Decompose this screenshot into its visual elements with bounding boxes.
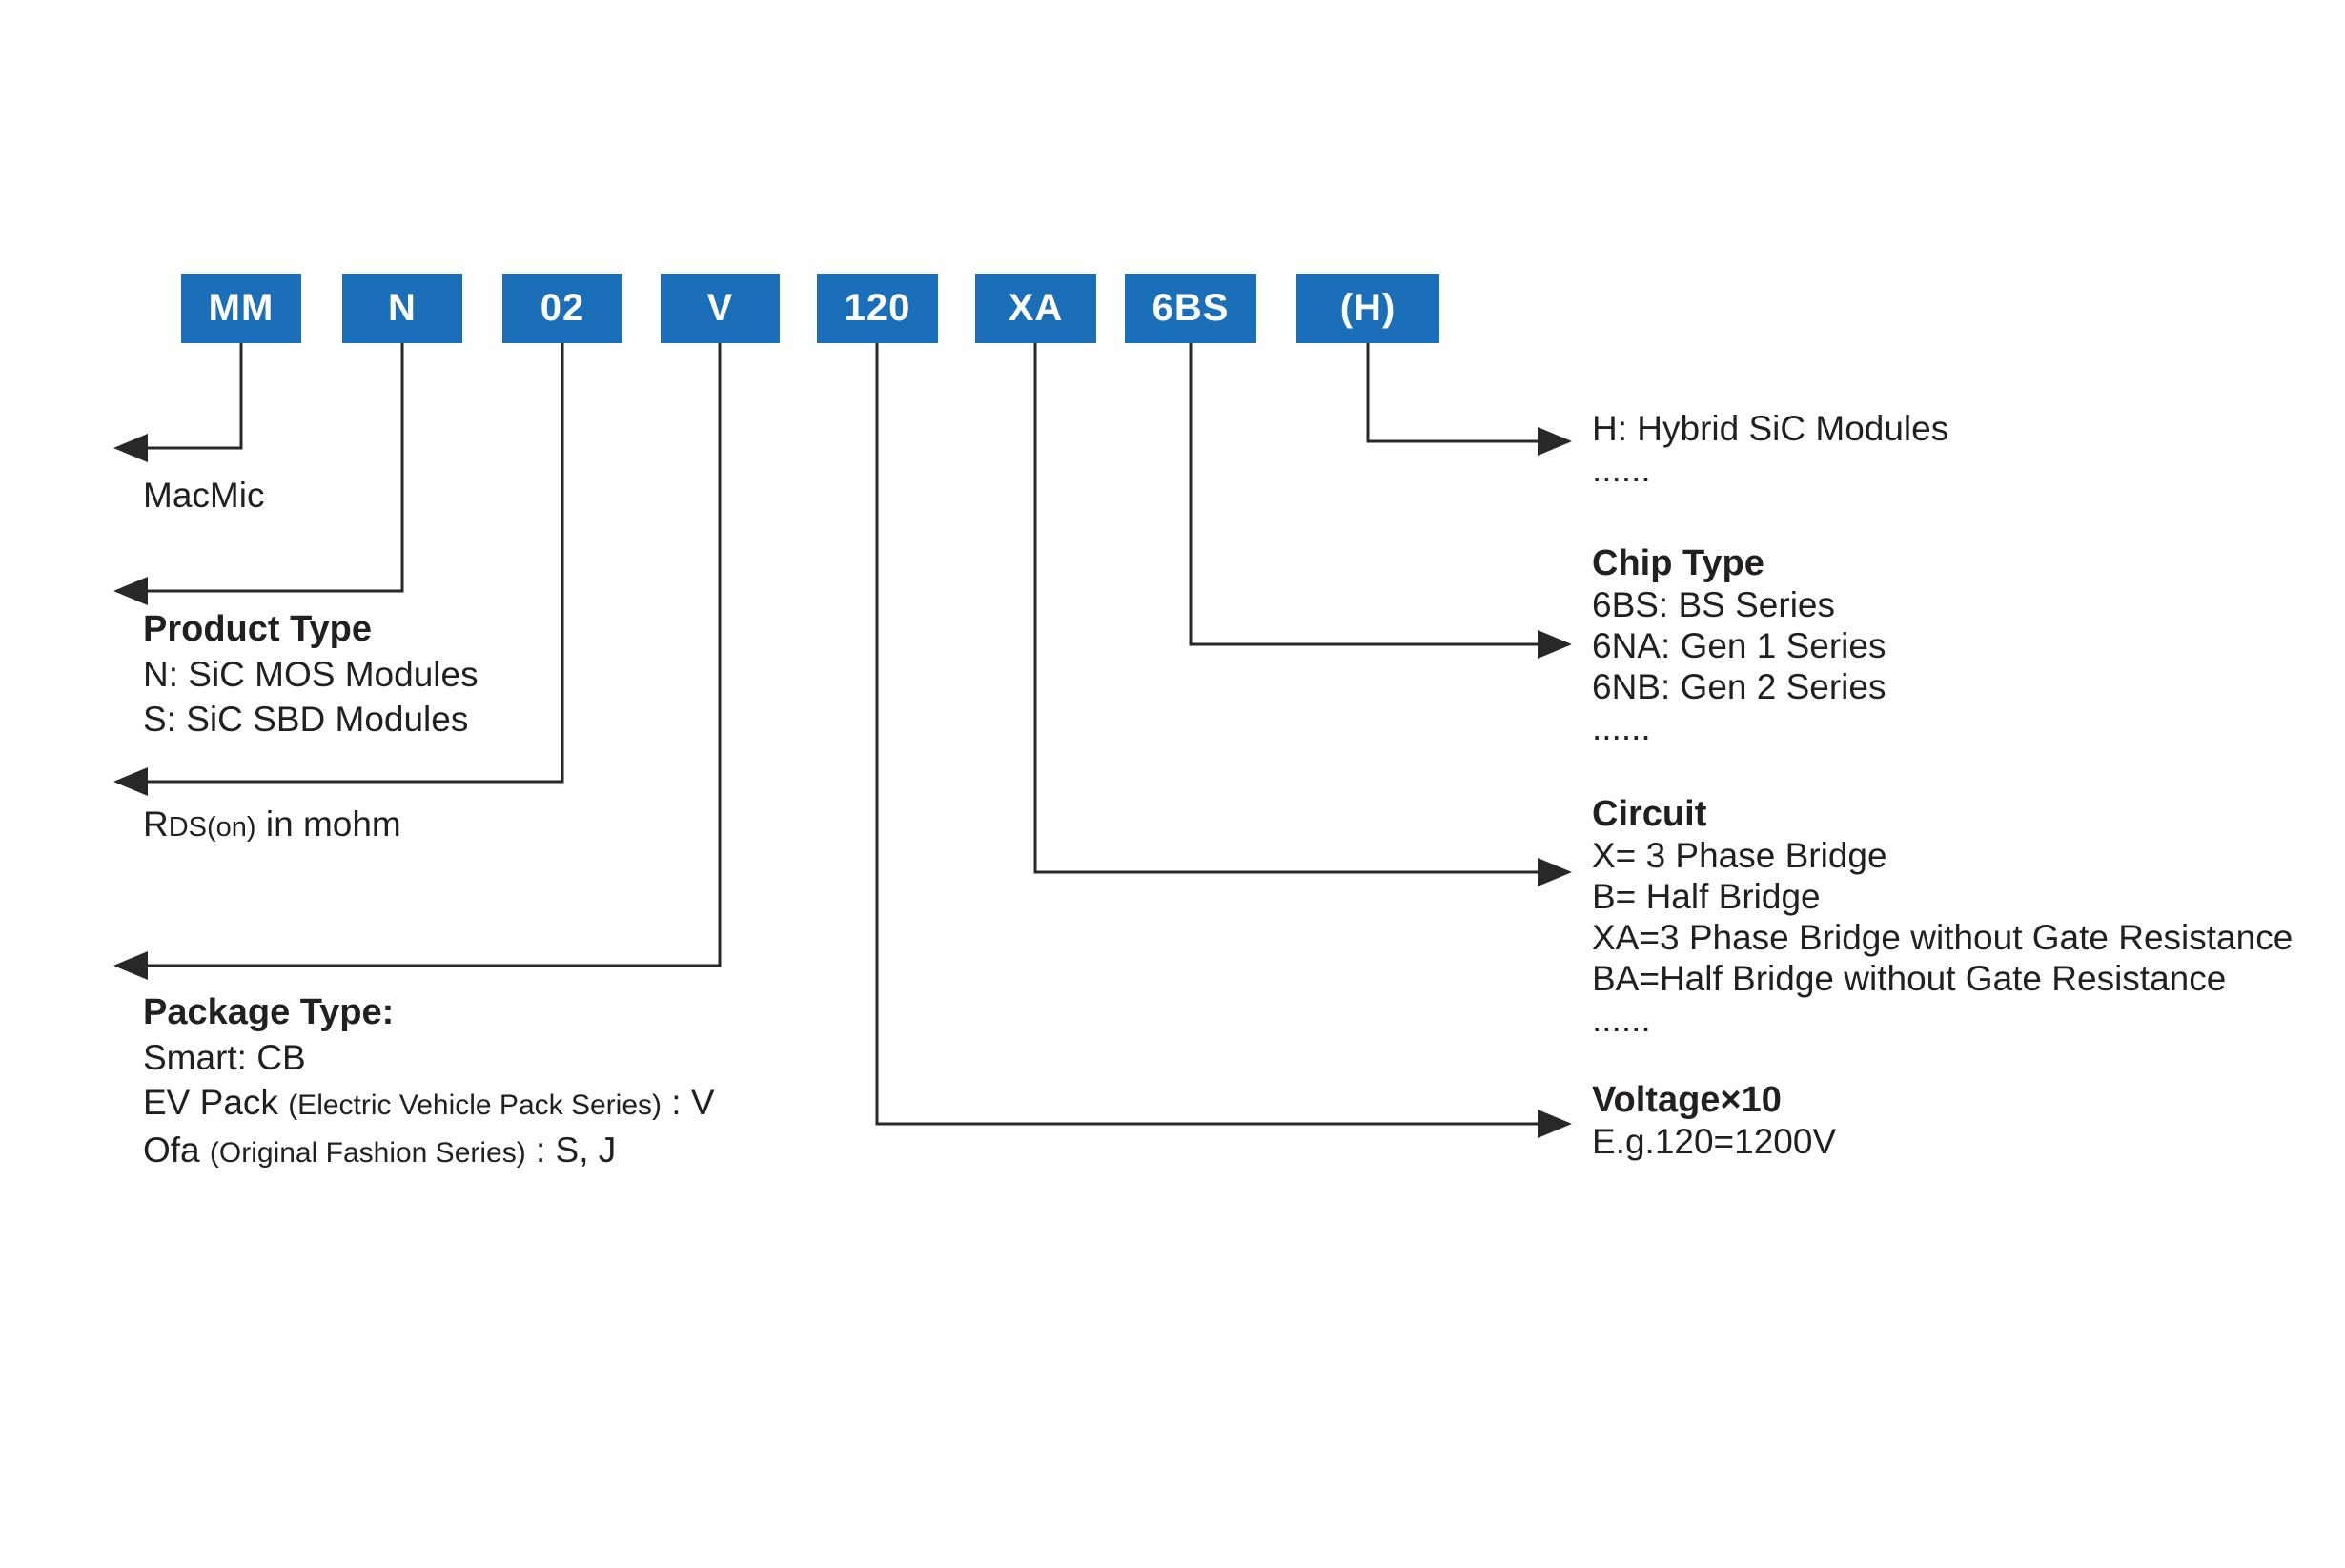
circuit-item: B= Half Bridge: [1592, 877, 1821, 916]
circuit-item: XA=3 Phase Bridge without Gate Resistanc…: [1592, 918, 2294, 957]
circuit-item: BA=Half Bridge without Gate Resistance: [1592, 959, 2227, 998]
arrow-brand: [113, 343, 243, 462]
circuit-block: Circuit X= 3 Phase Bridge B= Half Bridge…: [1592, 794, 2293, 1040]
rds-prefix: R: [143, 804, 169, 844]
code-box-120: 120: [817, 274, 938, 343]
rds-suffix: in mohm: [255, 804, 401, 844]
code-box-h: (H): [1296, 274, 1439, 343]
ofa-detail: (Original Fashion Series): [209, 1137, 526, 1169]
product-type-title: Product Type: [143, 609, 372, 649]
arrow-product-type: [113, 343, 404, 605]
arrow-chip-type: [1189, 343, 1572, 659]
product-type-item: N: SiC MOS Modules: [143, 655, 479, 694]
rds-subscript: DS(on): [168, 812, 256, 843]
code-box-xa: XA: [975, 274, 1096, 343]
package-type-ofa: Ofa (Original Fashion Series) : S, J: [143, 1128, 715, 1175]
arrow-hybrid: [1366, 343, 1572, 456]
chip-type-title: Chip Type: [1592, 543, 1764, 583]
voltage-example: E.g.120=1200V: [1592, 1122, 1837, 1161]
ev-pack-name: EV Pack: [143, 1083, 289, 1122]
voltage-title: Voltage×10: [1592, 1080, 1782, 1120]
rds-block: RDS(on) in mohm: [143, 802, 401, 850]
rds-label: RDS(on) in mohm: [143, 802, 401, 850]
code-box-02: 02: [502, 274, 622, 343]
circuit-ellipsis: ......: [1592, 1000, 1651, 1039]
ofa-codes: : S, J: [525, 1130, 617, 1170]
chip-type-item: 6NB: Gen 2 Series: [1592, 667, 1886, 706]
hybrid-item: H: Hybrid SiC Modules: [1592, 409, 1949, 448]
voltage-block: Voltage×10 E.g.120=1200V: [1592, 1080, 1836, 1162]
chip-type-item: 6BS: BS Series: [1592, 585, 1836, 624]
arrow-circuit: [1033, 343, 1572, 886]
arrow-rds: [113, 343, 564, 796]
product-type-block: Product Type N: SiC MOS Modules S: SiC S…: [143, 607, 479, 742]
ev-pack-codes: : V: [662, 1083, 715, 1122]
code-box-n: N: [342, 274, 462, 343]
code-box-v: V: [661, 274, 780, 343]
brand-label-block: MacMic: [143, 473, 264, 518]
arrow-package-type: [113, 343, 722, 980]
circuit-title: Circuit: [1592, 794, 1707, 834]
circuit-item: X= 3 Phase Bridge: [1592, 836, 1887, 875]
code-box-6bs: 6BS: [1125, 274, 1256, 343]
hybrid-ellipsis: ......: [1592, 450, 1651, 489]
ev-pack-detail: (Electric Vehicle Pack Series): [288, 1089, 662, 1121]
package-type-title: Package Type:: [143, 992, 395, 1032]
arrow-voltage: [875, 343, 1572, 1138]
chip-type-item: 6NA: Gen 1 Series: [1592, 626, 1886, 665]
hybrid-block: H: Hybrid SiC Modules ......: [1592, 408, 1948, 490]
ofa-name: Ofa: [143, 1130, 210, 1170]
chip-type-ellipsis: ......: [1592, 708, 1651, 747]
package-type-smart: Smart: CB: [143, 1038, 306, 1077]
package-type-ev-pack: EV Pack (Electric Vehicle Pack Series) :…: [143, 1080, 715, 1128]
chip-type-block: Chip Type 6BS: BS Series 6NA: Gen 1 Seri…: [1592, 543, 1886, 748]
code-box-mm: MM: [181, 274, 301, 343]
package-type-block: Package Type: Smart: CB EV Pack (Electri…: [143, 990, 715, 1175]
product-type-item: S: SiC SBD Modules: [143, 700, 469, 739]
brand-label: MacMic: [143, 476, 265, 515]
